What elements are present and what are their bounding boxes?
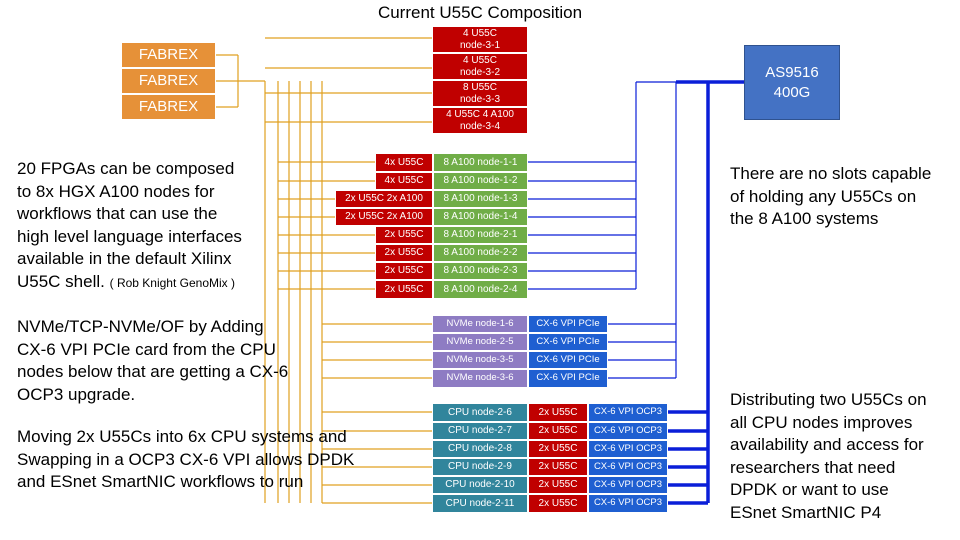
a100-node-2-1: 8 A100 node-2-1 [433,226,528,244]
a100-node-1-3: 8 A100 node-1-3 [433,190,528,208]
u55c-node-3-2: 4 U55C node-3-2 [432,53,528,80]
cpu-fpga-2-8: 2x U55C [528,440,588,458]
note-line: workflows that can use the [17,204,218,223]
cpu-fpga-2-6: 2x U55C [528,403,588,422]
diagram-title: Current U55C Composition [377,3,583,22]
a100-fpga-1-2: 4x U55C [375,172,433,190]
cpu-node-2-9: CPU node-2-9 [432,458,528,476]
note-line: CX-6 VPI PCIe card from the CPU [17,339,276,359]
cpu-node-2-11: CPU node-2-11 [432,494,528,513]
a100-fpga-1-4: 2x U55C 2x A100 [335,208,433,226]
note-line: NVMe/TCP-NVMe/OF by Adding [17,317,264,336]
a100-fpga-2-1: 2x U55C [375,226,433,244]
note-attribution: ( Rob Knight GenoMix ) [109,275,235,290]
u55c-node-3-1: 4 U55C node-3-1 [432,26,528,53]
nvme-nic-3-6: CX-6 VPI PCIe [528,369,608,388]
u55c-count: 4 U55C [463,27,497,39]
cpu-fpga-2-10: 2x U55C [528,476,588,494]
note-line: Distributing two U55Cs on [730,390,927,409]
note-line: available in the default Xilinx [17,249,232,268]
note-no-slots: There are no slots capable of holding an… [730,163,931,231]
fabrex-box-2: FABREX [121,68,216,94]
a100-node-2-3: 8 A100 node-2-3 [433,262,528,280]
note-line: high level language interfaces [17,226,242,246]
node-name: node-3-2 [459,66,501,78]
note-line: of holding any U55Cs on [730,186,917,206]
nvme-node-1-6: NVMe node-1-6 [432,315,528,333]
note-line: and ESnet SmartNIC workflows to run [17,472,304,491]
cpu-node-2-6: CPU node-2-6 [432,403,528,422]
cpu-nic-2-9: CX-6 VPI OCP3 [588,458,668,476]
fabrex-box-1: FABREX [121,42,216,68]
cpu-node-2-10: CPU node-2-10 [432,476,528,494]
cpu-fpga-2-11: 2x U55C [528,494,588,513]
a100-node-2-4: 8 A100 node-2-4 [433,280,528,299]
a100-fpga-1-3: 2x U55C 2x A100 [335,190,433,208]
note-line: DPDK or want to use [730,480,889,499]
a100-fpga-2-4: 2x U55C [375,280,433,299]
note-moving: Moving 2x U55Cs into 6x CPU systems and … [17,426,354,494]
nvme-node-3-6: NVMe node-3-6 [432,369,528,388]
note-line: 20 FPGAs can be composed [17,159,235,178]
note-line: Moving 2x U55Cs into 6x CPU systems and [17,427,347,446]
switch-model: AS9516 [765,63,819,81]
cpu-nic-2-7: CX-6 VPI OCP3 [588,422,668,440]
note-line: There are no slots capable [730,164,932,183]
cpu-nic-2-6: CX-6 VPI OCP3 [588,403,668,422]
u55c-node-3-3: 8 U55C node-3-3 [432,80,528,107]
u55c-count: 8 U55C [463,81,497,93]
a100-fpga-2-2: 2x U55C [375,244,433,262]
fabrex-bundle-line [216,54,239,108]
cpu-node-2-7: CPU node-2-7 [432,422,528,440]
note-line: nodes below that are getting a CX-6 [17,362,289,381]
node-name: node-3-4 [459,120,501,132]
note-fpga-composition: 20 FPGAs can be composed to 8x HGX A100 … [17,158,242,294]
note-line: Swapping in a OCP3 CX-6 VPI allows DPDK [17,449,355,469]
nvme-nic-2-5: CX-6 VPI PCIe [528,333,608,351]
note-line: ESnet SmartNIC P4 [730,502,882,522]
a100-fpga-2-3: 2x U55C [375,262,433,280]
node-name: node-3-3 [459,93,501,105]
note-line: U55C shell. ( Rob Knight GenoMix ) [17,271,242,295]
note-line: the 8 A100 systems [730,209,879,228]
cpu-fpga-2-7: 2x U55C [528,422,588,440]
nvme-node-3-5: NVMe node-3-5 [432,351,528,369]
a100-node-2-2: 8 A100 node-2-2 [433,244,528,262]
cpu-nic-2-11: CX-6 VPI OCP3 [588,494,668,513]
cpu-nic-2-10: CX-6 VPI OCP3 [588,476,668,494]
fabrex-box-3: FABREX [121,94,216,120]
node-name: node-3-1 [459,39,501,51]
nvme-node-2-5: NVMe node-2-5 [432,333,528,351]
note-line: availability and access for [730,435,924,454]
nvme-nic-1-6: CX-6 VPI PCIe [528,315,608,333]
cpu-fpga-2-9: 2x U55C [528,458,588,476]
a100-node-1-4: 8 A100 node-1-4 [433,208,528,226]
cpu-node-2-8: CPU node-2-8 [432,440,528,458]
note-text: U55C shell. [17,271,105,291]
note-nvme: NVMe/TCP-NVMe/OF by Adding CX-6 VPI PCIe… [17,316,288,406]
a100-switch-trunk [635,81,744,289]
u55c-node-3-4: 4 U55C 4 A100 node-3-4 [432,107,528,134]
note-line: OCP3 upgrade. [17,384,136,404]
a100-node-1-2: 8 A100 node-1-2 [433,172,528,190]
note-distributing: Distributing two U55Cs on all CPU nodes … [730,389,927,524]
nvme-nic-3-5: CX-6 VPI PCIe [528,351,608,369]
as9516-switch: AS9516 400G [744,45,840,120]
a100-fpga-1-1: 4x U55C [375,153,433,172]
cpu-nic-2-8: CX-6 VPI OCP3 [588,440,668,458]
a100-node-1-1: 8 A100 node-1-1 [433,153,528,172]
note-line: researchers that need [730,457,896,477]
u55c-count: 4 U55C [463,54,497,66]
switch-speed: 400G [773,83,811,101]
u55c-count: 4 U55C 4 A100 [446,108,514,120]
note-line: all CPU nodes improves [730,412,913,432]
note-line: to 8x HGX A100 nodes for [17,181,215,201]
